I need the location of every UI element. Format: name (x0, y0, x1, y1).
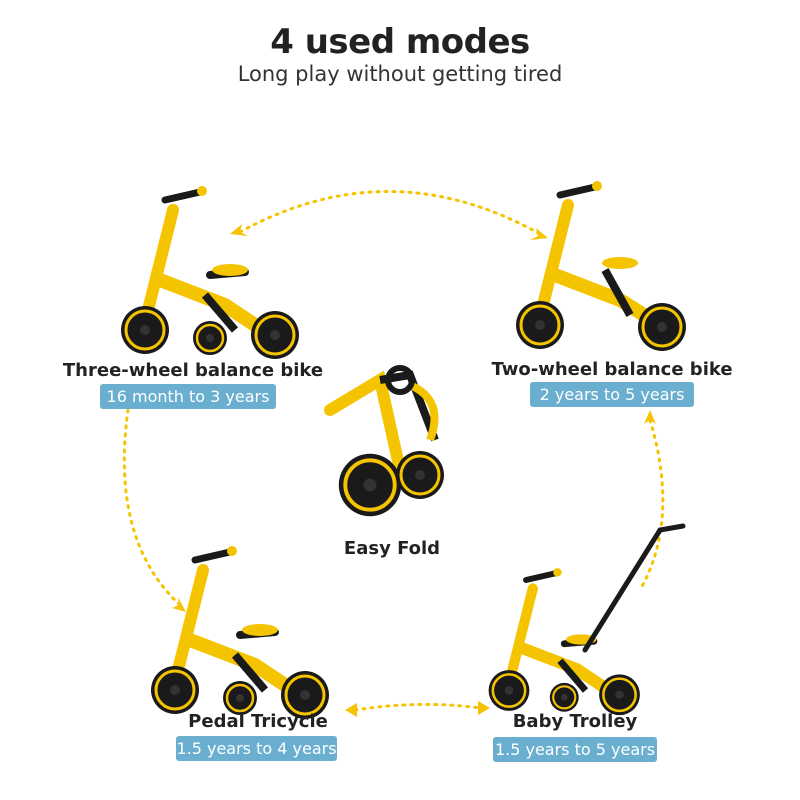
mode-label-easy-fold: Easy Fold (343, 538, 441, 559)
age-badge-baby-trolley: 1.5 years to 5 years (493, 737, 657, 762)
three-wheel-bike-image (121, 186, 299, 359)
age-badge-three-wheel: 16 month to 3 years (100, 384, 276, 409)
mode-label-pedal-tricycle: Pedal Tricycle (188, 711, 328, 732)
two-wheel-bike-image (516, 181, 686, 351)
baby-trolley-image (489, 523, 686, 715)
arrow-icons (172, 224, 656, 717)
folded-bike-image (324, 365, 446, 519)
connector-arcs (122, 190, 665, 712)
page-subtitle: Long play without getting tired (237, 62, 563, 86)
mode-label-baby-trolley: Baby Trolley (512, 711, 638, 732)
mode-label-three-wheel: Three-wheel balance bike (62, 360, 324, 381)
page-title: 4 used modes (270, 22, 530, 62)
mode-label-two-wheel: Two-wheel balance bike (491, 359, 733, 380)
age-badge-two-wheel: 2 years to 5 years (530, 382, 694, 407)
age-badge-pedal-tricycle: 1.5 years to 4 years (176, 736, 337, 761)
pedal-tricycle-image (151, 546, 329, 719)
